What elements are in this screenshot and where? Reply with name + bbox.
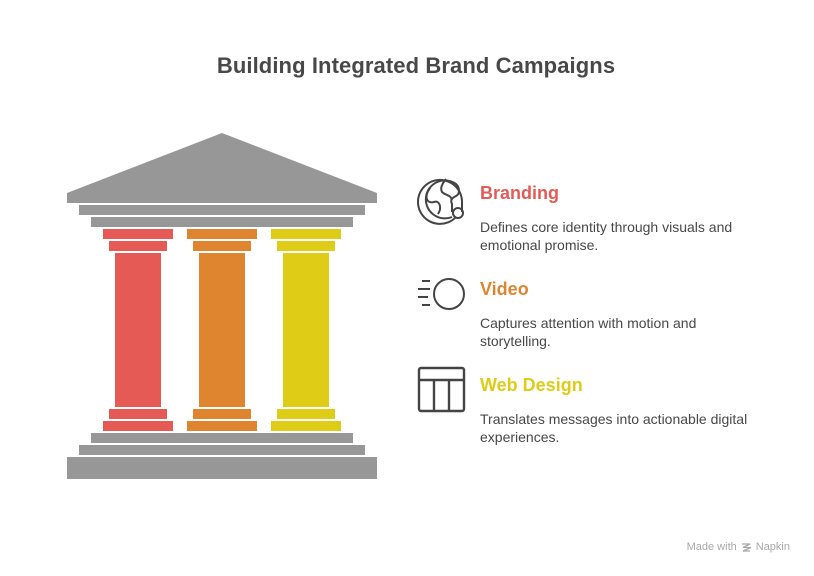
step-top bbox=[91, 433, 353, 443]
temple-roof bbox=[67, 133, 377, 203]
item-description: Translates messages into actionable digi… bbox=[480, 411, 748, 445]
item-description: Captures attention with motion and story… bbox=[480, 315, 697, 349]
pillar-web-design bbox=[271, 229, 341, 431]
pillar-branding bbox=[103, 229, 173, 431]
item-label: Video bbox=[480, 279, 529, 299]
step-bottom bbox=[67, 457, 377, 479]
item-label: Branding bbox=[480, 183, 559, 203]
item-branding: Branding Defines core identity through v… bbox=[416, 174, 746, 254]
napkin-logo-icon bbox=[741, 542, 752, 552]
item-web-design: Web Design Translates messages into acti… bbox=[416, 366, 747, 446]
branding-loop-icon bbox=[417, 178, 464, 225]
layout-columns-icon bbox=[417, 366, 466, 413]
motion-circle-icon bbox=[418, 278, 465, 310]
footer-attribution: Made with Napkin bbox=[687, 541, 790, 553]
page-title: Building Integrated Brand Campaigns bbox=[216, 53, 616, 78]
made-with-label: Made with bbox=[686, 541, 737, 553]
entablature-top bbox=[79, 205, 365, 215]
step-middle bbox=[79, 445, 365, 455]
item-description: Defines core identity through visuals an… bbox=[480, 219, 733, 253]
item-label: Web Design bbox=[480, 375, 583, 395]
pillar-video bbox=[187, 229, 257, 431]
napkin-brand-label: Napkin bbox=[755, 541, 790, 553]
item-video: Video Captures attention with motion and… bbox=[416, 270, 746, 350]
entablature-bottom bbox=[91, 217, 353, 227]
